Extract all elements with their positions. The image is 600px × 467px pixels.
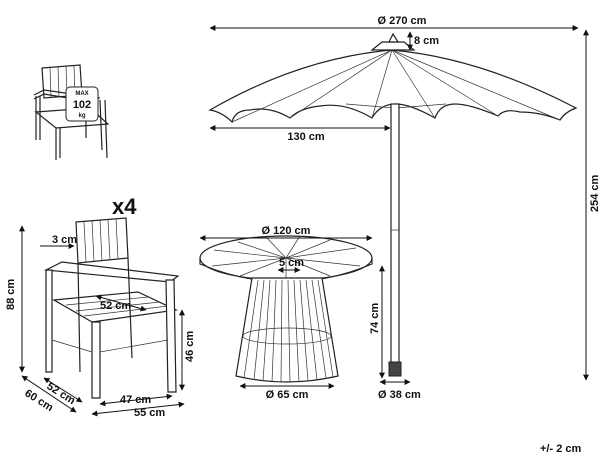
chair-seat-height-label: 46 cm [184,331,196,362]
umbrella-rib-length-label: 130 cm [287,131,325,143]
umbrella-dimensions: Ø 270 cm 8 cm 130 cm 254 cm Ø 38 cm [209,15,600,401]
table-dimensions: Ø 120 cm 5 cm 74 cm Ø 65 cm [199,225,385,401]
max-load-badge: MAX 102 kg [65,86,99,122]
umbrella-diameter-label: Ø 270 cm [378,15,427,27]
chair-width-a-label: 47 cm [120,394,151,406]
quantity-multiplier: x4 [112,194,137,219]
table-illustration [199,235,373,383]
table-diameter-label: Ø 120 cm [262,225,311,237]
chair-width-b-label: 55 cm [134,407,165,419]
chair-height-label: 88 cm [5,279,17,310]
umbrella-pole-diameter-label: Ø 38 cm [378,389,421,401]
umbrella-height-label: 254 cm [589,174,600,212]
umbrella-top-cap-label: 8 cm [414,35,439,47]
max-load-unit: kg [78,113,85,119]
table-base-diameter-label: Ø 65 cm [266,389,309,401]
table-slat-gap-label: 5 cm [279,257,304,269]
large-chair-illustration [43,217,180,399]
max-load-value: 102 [73,99,91,111]
chair-seat-depth-label: 52 cm [100,300,131,312]
tolerance-note: +/- 2 cm [540,443,581,455]
umbrella-illustration [208,32,578,377]
max-load-top: MAX [75,91,88,97]
chair-back-offset-label: 3 cm [52,234,77,246]
table-height-label: 74 cm [369,303,381,334]
